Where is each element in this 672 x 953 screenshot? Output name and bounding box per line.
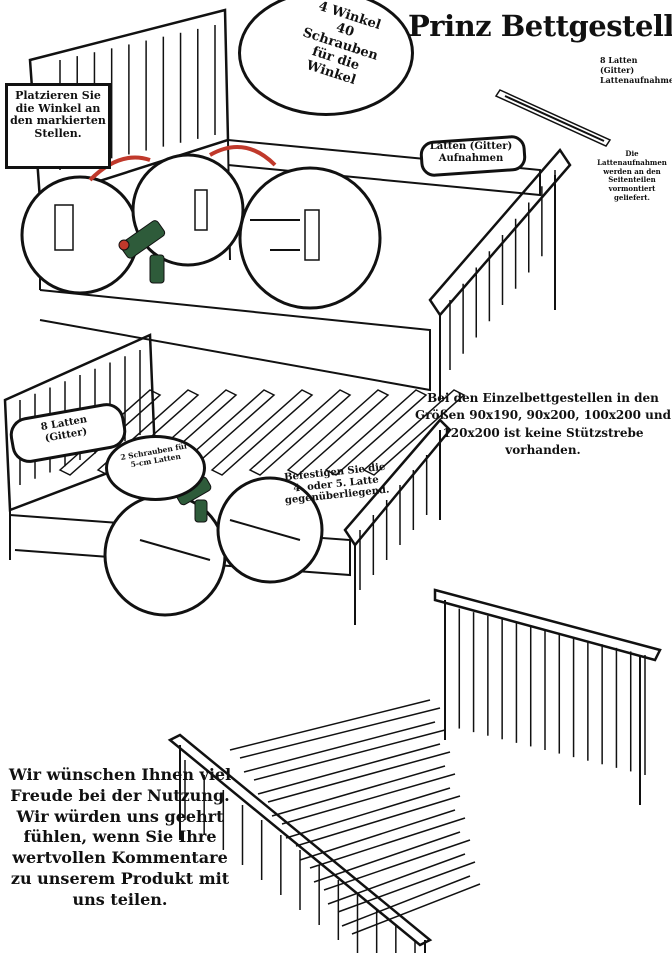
parts-note: 8 Latten (Gitter) Lattenaufnahmen: [600, 55, 672, 85]
drill-icon: [118, 220, 212, 523]
place-brackets-box: [5, 83, 111, 169]
bed-line: [248, 389, 352, 476]
bed-line: [309, 817, 466, 869]
bed-line: [343, 418, 452, 548]
bed-line: [210, 389, 314, 476]
bed-line: [229, 699, 431, 751]
detail-circle-bracket: [20, 175, 140, 295]
bed-line: [239, 707, 441, 759]
bed-line: [267, 751, 451, 803]
page-title: Prinz Bettgestell: [408, 9, 672, 43]
bed-line: [354, 430, 441, 625]
bed-line: [253, 729, 446, 781]
detail-circles: [20, 153, 382, 617]
bed-line: [433, 588, 662, 662]
detail-circle-mount: [131, 153, 245, 267]
bed-line: [257, 743, 441, 795]
bed-line: [243, 721, 436, 773]
bed-frame-finished: [167, 588, 662, 953]
closing-message: Wir wünschen Ihnen viel Freude bei der N…: [8, 765, 232, 909]
bed-line: [295, 795, 461, 847]
bed-frame-step2: [3, 333, 466, 625]
slat-supports-label: Latten (Gitter) Aufnahmen: [429, 141, 513, 164]
bed-line: [39, 289, 431, 392]
bed-line: [444, 600, 641, 805]
bed-line: [179, 745, 426, 953]
bed-line: [285, 787, 451, 839]
screws-bubble: [105, 435, 206, 501]
bed-line: [96, 389, 200, 476]
slat-support-rail-icon: [494, 89, 612, 147]
bed-line: [439, 175, 556, 400]
bed-line: [337, 861, 476, 913]
bed-line: [351, 883, 481, 935]
preassembled-note: Die Lattenaufnahmen werden an den Seiten…: [597, 149, 667, 202]
bed-line: [271, 765, 446, 817]
bed-line: [341, 875, 471, 927]
bed-line: [227, 139, 541, 197]
bed-line: [323, 839, 471, 891]
detail-circle-slat: [216, 476, 324, 584]
place-brackets-label: Platzieren Sie die Winkel an den markier…: [10, 89, 106, 140]
red-arrow-icons: [88, 145, 277, 182]
bed-line: [299, 809, 456, 861]
bed-line: [167, 733, 433, 947]
detail-circle-fixed: [238, 166, 382, 310]
bed-line: [362, 389, 466, 476]
bracket-icon: [54, 204, 74, 251]
bed-line: [286, 389, 390, 476]
bed-line: [324, 389, 428, 476]
bed-frame-step1: [28, 8, 572, 400]
single-bed-note: Bei den Einzelbettgestellen in den Größe…: [414, 391, 671, 458]
bed-line: [313, 831, 461, 883]
hardware-speech-bubble: [238, 0, 414, 116]
bed-line: [281, 773, 456, 825]
bed-line: [428, 147, 572, 318]
bed-line: [327, 853, 466, 905]
